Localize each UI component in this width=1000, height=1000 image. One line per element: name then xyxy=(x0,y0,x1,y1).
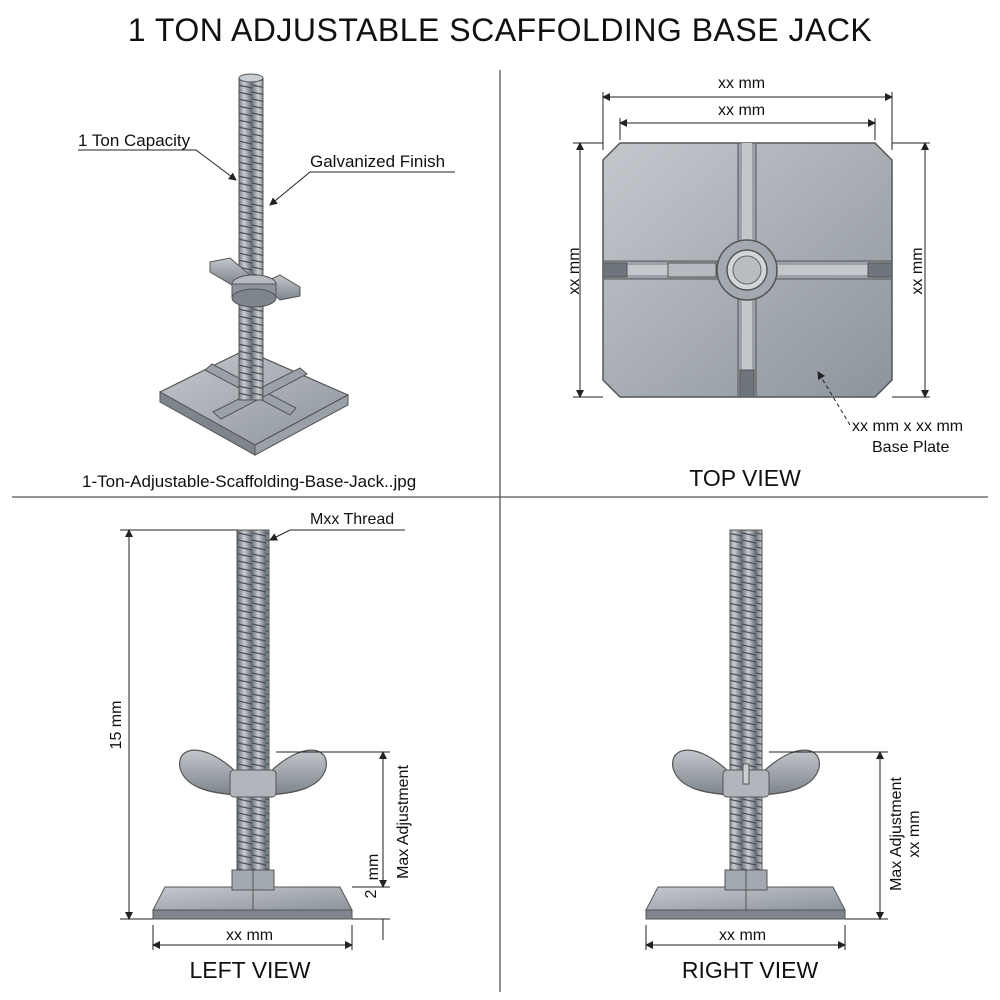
left-dim-height: 15 mm xyxy=(108,700,125,750)
top-dimension-lines xyxy=(573,92,930,426)
drawing-title: 1 TON ADJUSTABLE SCAFFOLDING BASE JACK xyxy=(127,12,873,48)
left-view xyxy=(120,529,405,950)
leader-finish xyxy=(269,171,455,206)
plate-size-label: xx mm x xx mm xyxy=(852,418,964,435)
iso-wing-nut xyxy=(209,257,301,308)
top-view-title: TOP VIEW xyxy=(689,465,801,491)
left-base-plate xyxy=(152,869,353,920)
quadrant-dividers xyxy=(12,70,988,992)
left-dim-width: xx mm xyxy=(226,927,274,944)
left-threaded-rod xyxy=(236,529,270,901)
thread-label: Mxx Thread xyxy=(310,511,395,528)
right-view xyxy=(645,529,888,950)
left-dim-small-num: 2 xyxy=(363,889,380,899)
left-dimension-lines xyxy=(120,529,405,950)
iso-caption: 1-Ton-Adjustable-Scaffolding-Base-Jack..… xyxy=(82,472,417,491)
top-dim-outer-width: xx mm xyxy=(718,75,766,92)
callout-finish: Galvanized Finish xyxy=(310,152,446,171)
callout-capacity: 1 Ton Capacity xyxy=(78,131,191,150)
isometric-view xyxy=(78,73,455,456)
top-dim-left-height: xx mm xyxy=(566,247,583,295)
left-dim-small: mm xyxy=(365,853,382,881)
right-dimension-lines xyxy=(645,751,888,950)
top-dim-right-height: xx mm xyxy=(909,247,926,295)
top-view xyxy=(573,92,930,426)
right-view-title: RIGHT VIEW xyxy=(681,957,819,983)
left-wing-nut xyxy=(179,749,327,798)
right-dim-adjust-value: xx mm xyxy=(906,810,923,858)
right-base-plate xyxy=(645,869,846,920)
left-dim-adjust: Max Adjustment xyxy=(395,765,412,879)
right-wing-nut xyxy=(672,749,820,798)
plate-name-label: Base Plate xyxy=(872,439,950,456)
iso-threaded-rod xyxy=(238,77,264,401)
right-dim-adjust: Max Adjustment xyxy=(888,777,905,891)
top-dim-inner-width: xx mm xyxy=(718,102,766,119)
left-view-title: LEFT VIEW xyxy=(189,957,311,983)
right-threaded-rod xyxy=(729,529,763,901)
leader-capacity xyxy=(78,149,237,181)
right-dim-width: xx mm xyxy=(719,927,767,944)
